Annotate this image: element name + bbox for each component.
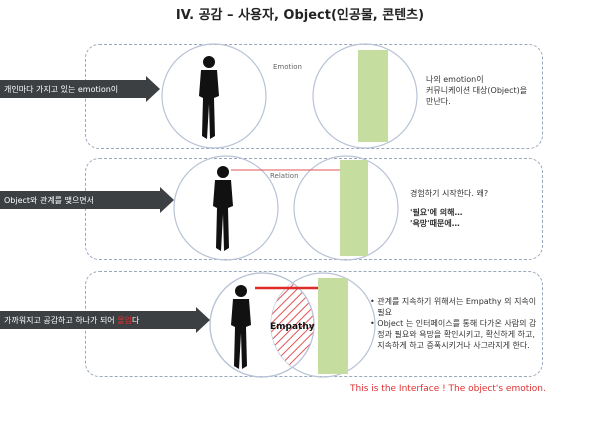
arrow-row-2: Object와 관계를 맺으면서 [0,187,174,213]
label-relation: Relation [270,172,299,180]
row3-bullets: • 관계를 지속하기 위해서는 Empathy 의 지속이 필요 • Objec… [370,297,537,350]
panel-emotion [85,44,543,149]
empathy-overlap [271,273,314,377]
arrow-3-prefix: 가까워지고 공감하고 하나가 되어 [4,315,115,325]
person-silhouette-1 [199,56,219,139]
interface-bar-2 [340,160,368,256]
arrow-3-highlight: 몰입 [117,315,132,325]
arrow-row-1: 개인마다 가지고 있는 emotion이 [0,76,160,102]
interface-bar-1 [358,50,388,142]
label-empathy: Empathy [270,322,315,332]
person-silhouette-3 [231,285,251,369]
person-circle-1 [161,43,267,149]
interface-note: This is the Interface ! The object's emo… [350,384,546,394]
label-emotion: Emotion [273,63,302,71]
page-title: IV. 공감 – 사용자, Object(인공물, 콘텐츠) [175,8,425,23]
row2-text: 경험하기 시작한다. 왜? '필요'에 의해… '욕망'때문에… [410,189,489,228]
object-circle-1 [312,43,418,149]
row1-text: 나의 emotion이 커뮤니케이션 대상(Object)을 만난다. [426,75,528,106]
bullet-2: Object 는 인터페이스를 통해 다가온 사람의 감정과 필요와 욕망을 확… [377,319,537,350]
interface-bar-3 [318,278,348,374]
person-silhouette-2 [213,166,233,251]
bullet-1: 관계를 지속하기 위해서는 Empathy 의 지속이 필요 [377,297,537,317]
arrow-3-suffix: 다 [131,315,140,325]
person-circle-2 [173,155,279,261]
object-circle-2 [293,155,399,261]
